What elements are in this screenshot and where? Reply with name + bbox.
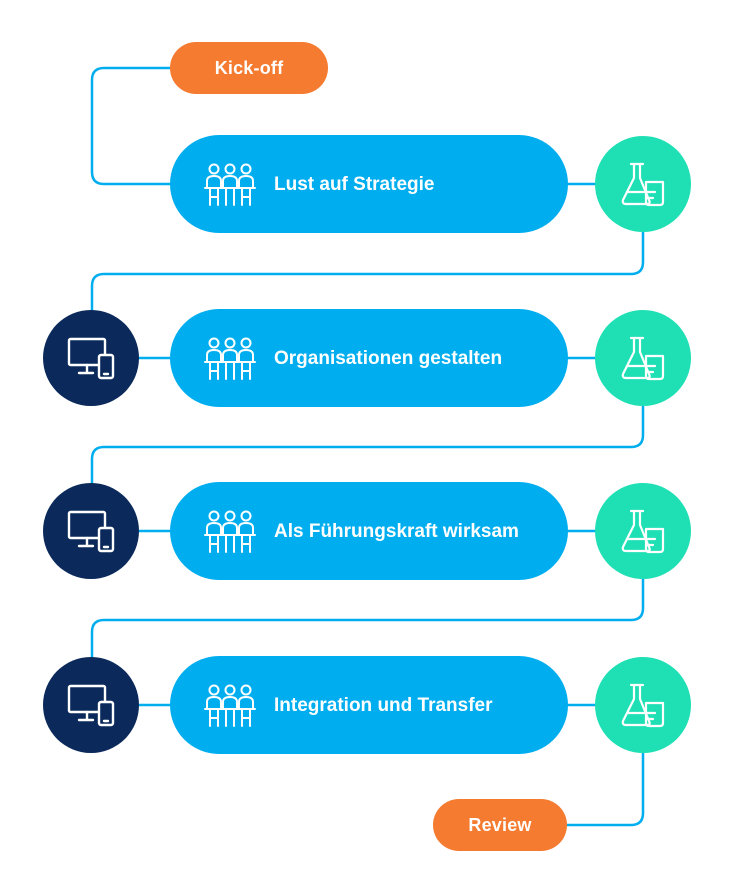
monitor-phone-icon [67,684,115,727]
lab-circle-3 [595,483,691,579]
connector-lab-2-to-digital-3 [90,404,645,485]
lab-circle-2 [595,310,691,406]
digital-circle-4 [43,657,139,753]
module-3-title: Als Führungskraft wirksam [274,520,519,542]
kickoff-pill: Kick-off [170,42,328,94]
team-meeting-icon [204,510,256,553]
lab-flask-icon [621,683,665,728]
team-meeting-icon [204,163,256,206]
team-meeting-icon [204,337,256,380]
connector-lab-3-to-digital-4 [90,577,645,659]
lab-circle-4 [595,657,691,753]
review-label: Review [468,814,532,835]
connector-lab-4-to-review [565,751,645,827]
lab-flask-icon [621,509,665,554]
module-1: Lust auf Strategie [170,135,568,233]
team-meeting-icon [204,684,256,727]
module-4: Integration und Transfer [170,656,568,754]
module-4-title: Integration und Transfer [274,694,493,716]
lab-flask-icon [621,162,665,207]
connector-lab-1-to-digital-2 [90,230,645,312]
lab-flask-icon [621,336,665,381]
module-3: Als Führungskraft wirksam [170,482,568,580]
digital-circle-3 [43,483,139,579]
connector-kickoff-to-module-1 [90,66,172,186]
module-2-title: Organisationen gestalten [274,347,503,369]
review-pill: Review [433,799,567,851]
digital-circle-2 [43,310,139,406]
monitor-phone-icon [67,510,115,553]
module-2: Organisationen gestalten [170,309,568,407]
lab-circle-1 [595,136,691,232]
kickoff-label: Kick-off [214,57,284,78]
module-1-title: Lust auf Strategie [274,173,435,195]
monitor-phone-icon [67,337,115,380]
